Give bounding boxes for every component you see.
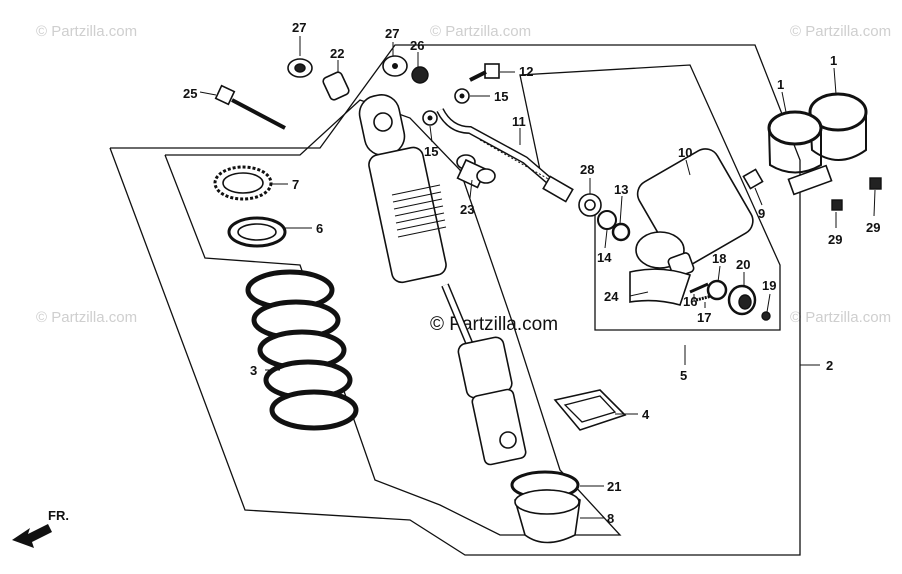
part-14-washer — [597, 210, 617, 230]
callout-14: 14 — [597, 250, 612, 265]
callout-21: 21 — [607, 479, 621, 494]
part-13-o-ring — [611, 222, 631, 242]
watermark-mid-right: © Partzilla.com — [790, 309, 891, 326]
watermark-mid-left: © Partzilla.com — [36, 309, 137, 326]
part-22-collar — [322, 71, 350, 101]
callout-25: 25 — [183, 86, 197, 101]
watermark-top-left: © Partzilla.com — [36, 23, 137, 40]
callout-18: 18 — [712, 251, 726, 266]
assembly-5-boundary — [519, 64, 781, 331]
watermark-top-right: © Partzilla.com — [790, 23, 891, 40]
callout-layer: 25 27 22 27 26 12 15 15 11 23 28 13 14 1… — [183, 20, 880, 526]
part-20-knob — [727, 284, 757, 316]
front-label: FR. — [48, 508, 69, 523]
part-16-pin — [689, 282, 709, 294]
callout-19: 19 — [762, 278, 776, 293]
callout-9: 9 — [758, 206, 765, 221]
part-10-reservoir — [635, 148, 754, 278]
front-indicator: FR. — [12, 508, 69, 548]
callout-2: 2 — [826, 358, 833, 373]
part-25-bolt — [214, 84, 286, 130]
part-15-washer-upper — [454, 88, 470, 104]
callout-13: 13 — [614, 182, 628, 197]
part-9-valve — [742, 168, 764, 190]
callout-15-lower: 15 — [424, 144, 438, 159]
front-arrow-icon — [12, 524, 52, 548]
part-1-band-front — [808, 92, 868, 161]
callout-15-upper: 15 — [494, 89, 508, 104]
assembly-2-boundary — [109, 44, 801, 556]
callout-7: 7 — [292, 177, 299, 192]
part-27-bushing-left — [287, 58, 313, 78]
part-28-nut — [578, 193, 602, 217]
part-4-protector — [553, 389, 627, 431]
callout-1-left: 1 — [777, 77, 784, 92]
callout-27-left: 27 — [292, 20, 306, 35]
callout-11: 11 — [512, 114, 526, 129]
part-24-label — [629, 268, 692, 306]
callout-22: 22 — [330, 46, 344, 61]
shock-absorber-body — [358, 94, 527, 466]
watermark-center: © Partzilla.com — [430, 314, 558, 335]
part-11-hose — [436, 108, 574, 203]
callout-23: 23 — [460, 202, 474, 217]
callout-24: 24 — [604, 289, 619, 304]
part-15-washer-lower — [422, 110, 438, 126]
callout-5: 5 — [680, 368, 687, 383]
callout-6: 6 — [316, 221, 323, 236]
callout-10: 10 — [678, 145, 692, 160]
callout-3: 3 — [250, 363, 257, 378]
callout-28: 28 — [580, 162, 594, 177]
part-23-collar — [456, 154, 496, 189]
callout-16: 16 — [683, 294, 697, 309]
callout-27-right: 27 — [385, 26, 399, 41]
leader-lines — [199, 36, 876, 519]
part-29-bolt-right — [869, 177, 882, 190]
callout-20: 20 — [736, 257, 750, 272]
part-27-washer-right — [382, 55, 408, 77]
part-6-lock-nut — [227, 216, 287, 248]
part-1-band-rear — [767, 110, 823, 174]
part-29-bolt-left — [831, 199, 843, 211]
callout-29-left: 29 — [828, 232, 842, 247]
part-26-nut — [411, 66, 429, 84]
part-18-o-ring — [706, 279, 728, 301]
callout-8: 8 — [607, 511, 614, 526]
callout-17: 17 — [697, 310, 711, 325]
band-bracket — [787, 164, 833, 196]
callout-4: 4 — [642, 407, 650, 422]
callout-26: 26 — [410, 38, 424, 53]
part-3-spring — [245, 269, 359, 431]
callout-12: 12 — [519, 64, 533, 79]
part-19-screw — [761, 311, 771, 321]
callout-1-right: 1 — [830, 53, 837, 68]
part-12-bolt — [469, 63, 500, 82]
watermark-top-center: © Partzilla.com — [430, 23, 531, 40]
callout-29-right: 29 — [866, 220, 880, 235]
part-7-adjuster-ring — [213, 165, 273, 201]
part-8-spring-seat — [514, 489, 581, 544]
